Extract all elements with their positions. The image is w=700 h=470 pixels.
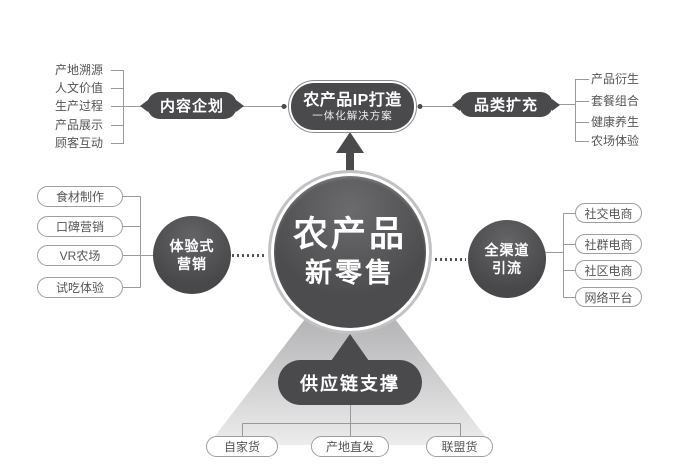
- center-circle-ring: 农产品 新零售: [268, 170, 432, 334]
- hub-label-line2: 引流: [492, 260, 522, 276]
- hub-label-line1: 全渠道: [484, 242, 530, 258]
- up-arrow-top: [336, 132, 364, 172]
- hub-label: 内容企划: [159, 98, 224, 115]
- center-title-line2: 新零售: [305, 258, 395, 288]
- hub-omnichannel-traffic: 全渠道 引流: [468, 220, 546, 298]
- leaf-box: 社交电商: [575, 203, 642, 223]
- hub-label: 供应链支撑: [300, 373, 400, 394]
- leaf-box: 社群电商: [575, 234, 642, 254]
- hub-ip-building: 农产品IP打造 一体化解决方案: [288, 80, 417, 133]
- leaf-box: VR农场: [37, 245, 123, 266]
- list-item: 健康养生: [591, 115, 640, 129]
- list-item: 农场体验: [591, 134, 640, 148]
- leaf-box: 自家货: [206, 436, 278, 457]
- hub-label-line2: 营销: [177, 256, 207, 272]
- leaf-box: 口碑营销: [37, 216, 123, 237]
- hub-content-planning: 内容企划: [147, 92, 237, 119]
- leaf-box: 食材制作: [37, 186, 123, 207]
- up-arrow-bottom: [331, 334, 369, 361]
- hub-label-line1: 体验式: [169, 238, 215, 254]
- dotted-links: [232, 254, 466, 261]
- hub-category-expansion: 品类扩充: [459, 92, 553, 117]
- list-item: 顾客互动: [55, 136, 104, 150]
- leaf-box: 社区电商: [575, 260, 642, 280]
- link-dots: [281, 104, 423, 109]
- list-item: 套餐组合: [591, 94, 640, 108]
- hub-ip-subtitle: 一体化解决方案: [312, 109, 393, 122]
- list-item: 生产过程: [55, 99, 104, 113]
- hub-ip-title: 农产品IP打造: [303, 91, 402, 109]
- hub-experiential-marketing: 体验式 营销: [153, 216, 231, 294]
- leaf-box: 产地直发: [311, 436, 389, 457]
- hub-label: 品类扩充: [473, 97, 538, 114]
- connector-lines: [111, 70, 589, 437]
- center-title-line1: 农产品: [292, 215, 407, 254]
- list-item: 人文价值: [55, 81, 104, 95]
- leaf-box: 试吃体验: [37, 277, 123, 298]
- hub-ip-inner: 农产品IP打造 一体化解决方案: [291, 83, 414, 130]
- list-item: 产品展示: [55, 118, 104, 132]
- center-circle: 农产品 新零售: [274, 176, 426, 328]
- hub-supply-chain: 供应链支撑: [278, 360, 422, 405]
- list-item: 产地溯源: [55, 63, 104, 77]
- leaf-box: 联盟货: [426, 436, 493, 457]
- leaf-box: 网络平台: [575, 287, 642, 307]
- list-item: 产品衍生: [591, 72, 640, 86]
